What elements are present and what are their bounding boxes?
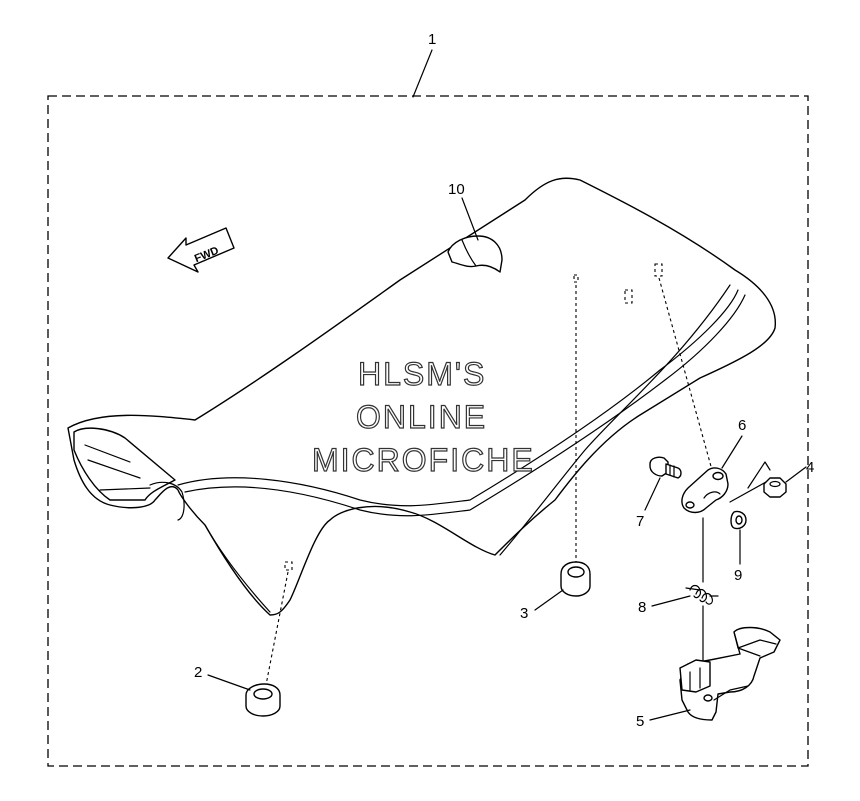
- callout-1[interactable]: 1: [412, 31, 436, 98]
- callout-10-leader: [461, 197, 479, 241]
- assembly-line-2: [265, 571, 289, 686]
- clip-part-9[interactable]: 9: [730, 510, 747, 584]
- damper-part-2[interactable]: 2: [194, 664, 281, 717]
- callout-1-label: 1: [428, 31, 436, 48]
- callout-6-label: 6: [738, 417, 746, 434]
- assembly-frame: [47, 95, 809, 767]
- fwd-arrow-icon: FWD: [167, 227, 235, 273]
- callout-3-leader: [534, 589, 564, 611]
- callout-5-leader: [649, 709, 691, 721]
- spring-part-8[interactable]: 8: [638, 584, 719, 617]
- callout-7-label: 7: [636, 513, 644, 530]
- callout-4-leader: [785, 466, 807, 483]
- callout-2-leader: [207, 674, 251, 691]
- watermark: HLSM'S ONLINE MICROFICHE: [311, 355, 535, 478]
- callout-9-label: 9: [734, 567, 742, 584]
- hook-part-5[interactable]: 5: [636, 626, 781, 731]
- callout-8-leader: [651, 595, 691, 607]
- callout-5-label: 5: [636, 713, 644, 730]
- damper-part-3[interactable]: 3: [520, 561, 591, 622]
- assembly-line-4: [729, 481, 767, 503]
- callout-1-leader: [412, 49, 433, 98]
- callout-6-leader: [721, 435, 743, 469]
- callout-2-label: 2: [194, 664, 202, 681]
- callout-10-label: 10: [448, 181, 465, 198]
- callout-3-label: 3: [520, 605, 528, 622]
- seat-assembly[interactable]: [67, 177, 776, 616]
- callout-8-label: 8: [638, 599, 646, 616]
- callout-7-leader: [644, 477, 661, 511]
- watermark-line-1: HLSM'S: [358, 356, 486, 392]
- bracket-part-6[interactable]: 6: [681, 417, 746, 514]
- bolt-part-7[interactable]: 7: [636, 456, 682, 530]
- callout-4-label: 4: [806, 459, 814, 476]
- watermark-line-2: ONLINE: [356, 399, 487, 435]
- callout-10[interactable]: 10: [448, 181, 479, 241]
- nut-part-4[interactable]: 4: [729, 459, 814, 503]
- watermark-line-3: MICROFICHE: [312, 442, 535, 478]
